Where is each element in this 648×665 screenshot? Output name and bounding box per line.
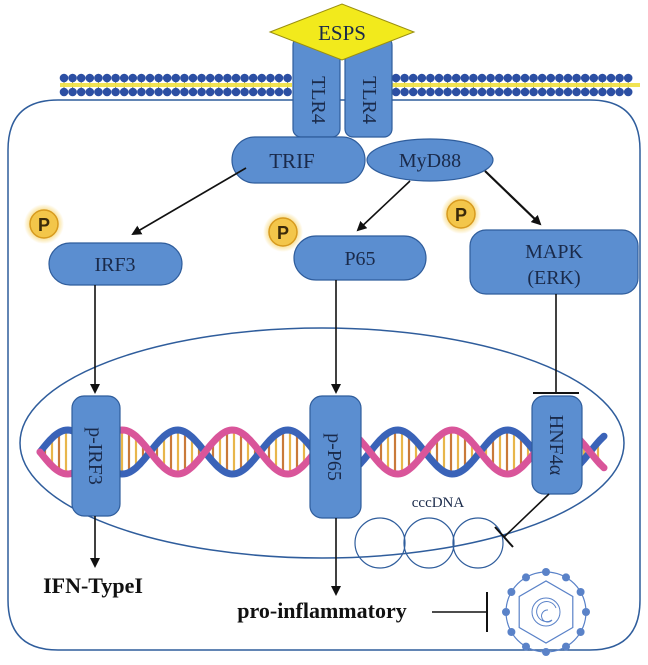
irf3-node xyxy=(48,242,183,286)
mapk-node xyxy=(469,229,639,295)
phospho-mark-irf3: P xyxy=(24,204,64,244)
p-irf3-node xyxy=(71,395,121,517)
svg-text:P: P xyxy=(455,205,467,225)
irf3-label: IRF3 xyxy=(94,254,135,276)
mapk-label-line2: (ERK) xyxy=(527,267,580,289)
svg-text:P: P xyxy=(277,223,289,243)
phospho-mark-p65: P xyxy=(263,212,303,252)
cell-membrane-outline xyxy=(7,99,641,651)
arrow-myd88-to-mapk xyxy=(484,170,542,226)
esps-label: ESPS xyxy=(318,21,366,45)
inhibit-hnf4a-to-cccdna xyxy=(503,493,550,538)
esps-ligand xyxy=(268,3,416,61)
trif-label: TRIF xyxy=(269,149,315,173)
nucleus xyxy=(19,327,625,559)
trif-node xyxy=(231,136,366,184)
myd88-label: MyD88 xyxy=(399,150,461,172)
mapk-label-line1: MAPK xyxy=(525,241,583,263)
p-p65-label: p-P65 xyxy=(323,433,345,481)
hnf4a-label: HNF4α xyxy=(545,415,567,476)
p65-node xyxy=(293,235,427,281)
svg-text:P: P xyxy=(38,215,50,235)
p65-label: P65 xyxy=(344,248,375,270)
hbv-virus-particle xyxy=(502,568,590,656)
cccdna-label: cccDNA xyxy=(412,495,465,511)
tlr4-label-left: TLR4 xyxy=(307,76,329,124)
phospho-mark-mapk: P xyxy=(441,194,481,234)
tlr4-label-right: TLR4 xyxy=(358,76,380,124)
p-irf3-label: p-IRF3 xyxy=(84,427,106,485)
hnf4a-node xyxy=(531,395,583,495)
pro-inflammatory-label: pro-inflammatory xyxy=(237,598,406,623)
inhibit-bar-cccdna xyxy=(494,526,514,548)
myd88-node xyxy=(366,138,494,182)
arrow-myd88-to-p65 xyxy=(356,180,411,232)
arrow-trif-to-irf3 xyxy=(131,167,247,236)
ifn-type-i-label: IFN-TypeI xyxy=(43,573,143,598)
cccdna-circles xyxy=(354,517,504,569)
lipid-bilayer xyxy=(59,73,640,97)
